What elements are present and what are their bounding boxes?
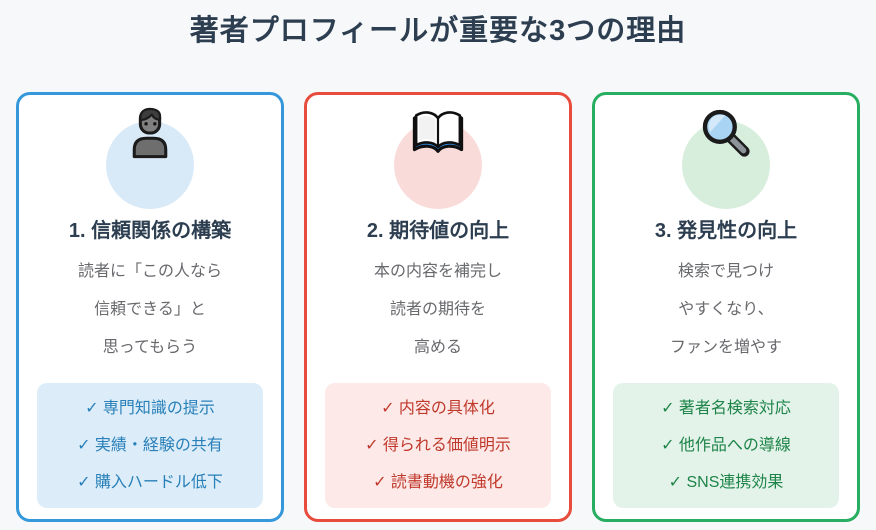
desc-line: 本の内容を補完し <box>373 263 502 280</box>
desc-line: 読者に「この人なら <box>77 263 222 280</box>
checklist-item: ✓ SNS連携効果 <box>668 474 784 491</box>
card-discoverability-title: 3. 発見性の向上 <box>654 220 798 242</box>
card-trust-title: 1. 信頼関係の構築 <box>68 220 232 242</box>
person-icon <box>132 107 168 159</box>
magnifying-glass-icon <box>702 109 750 157</box>
checklist-item: ✓ 購入ハードル低下 <box>77 474 223 491</box>
card-trust-checklist: ✓ 専門知識の提示 ✓ 実績・経験の共有 ✓ 購入ハードル低下 <box>37 383 263 508</box>
icon-circle <box>106 121 194 209</box>
desc-line: 信頼できる」と <box>94 301 206 318</box>
checklist-item: ✓ 内容の具体化 <box>381 400 495 417</box>
card-discoverability-checklist: ✓ 著者名検索対応 ✓ 他作品への導線 ✓ SNS連携効果 <box>613 383 839 508</box>
checklist-item: ✓ 他作品への導線 <box>661 437 791 454</box>
desc-line: 読者の期待を <box>389 301 486 318</box>
checklist-item: ✓ 著者名検索対応 <box>661 400 791 417</box>
checklist-item: ✓ 専門知識の提示 <box>85 400 215 417</box>
card-discoverability: 3. 発見性の向上 検索で見つけ やすくなり、 ファンを増やす ✓ 著者名検索対… <box>592 92 860 522</box>
desc-line: ファンを増やす <box>669 339 782 356</box>
card-expectation-icon-area <box>392 105 484 209</box>
open-book-icon <box>412 111 464 153</box>
checklist-item: ✓ 読書動機の強化 <box>373 474 503 491</box>
card-discoverability-description: 検索で見つけ やすくなり、 ファンを増やす <box>670 253 782 367</box>
checklist-item: ✓ 得られる価値明示 <box>365 437 511 454</box>
checklist-item: ✓ 実績・経験の共有 <box>77 437 223 454</box>
card-expectation-description: 本の内容を補完し 読者の期待を 高める <box>374 253 502 367</box>
card-trust-description: 読者に「この人なら 信頼できる」と 思ってもらう <box>78 253 222 367</box>
desc-line: 思ってもらう <box>102 339 198 356</box>
card-expectation-title: 2. 期待値の向上 <box>366 220 510 242</box>
cards-row: 1. 信頼関係の構築 読者に「この人なら 信頼できる」と 思ってもらう ✓ 専門… <box>16 92 860 522</box>
page-title: 著者プロフィールが重要な3つの理由 <box>189 15 687 47</box>
desc-line: 高める <box>413 339 462 356</box>
desc-line: やすくなり、 <box>678 301 774 318</box>
card-trust-icon-area <box>104 105 196 209</box>
card-discoverability-icon-area <box>680 105 772 209</box>
card-expectation-checklist: ✓ 内容の具体化 ✓ 得られる価値明示 ✓ 読書動機の強化 <box>325 383 551 508</box>
desc-line: 検索で見つけ <box>677 263 774 280</box>
card-trust: 1. 信頼関係の構築 読者に「この人なら 信頼できる」と 思ってもらう ✓ 専門… <box>16 92 284 522</box>
card-expectation: 2. 期待値の向上 本の内容を補完し 読者の期待を 高める ✓ 内容の具体化 ✓… <box>304 92 572 522</box>
